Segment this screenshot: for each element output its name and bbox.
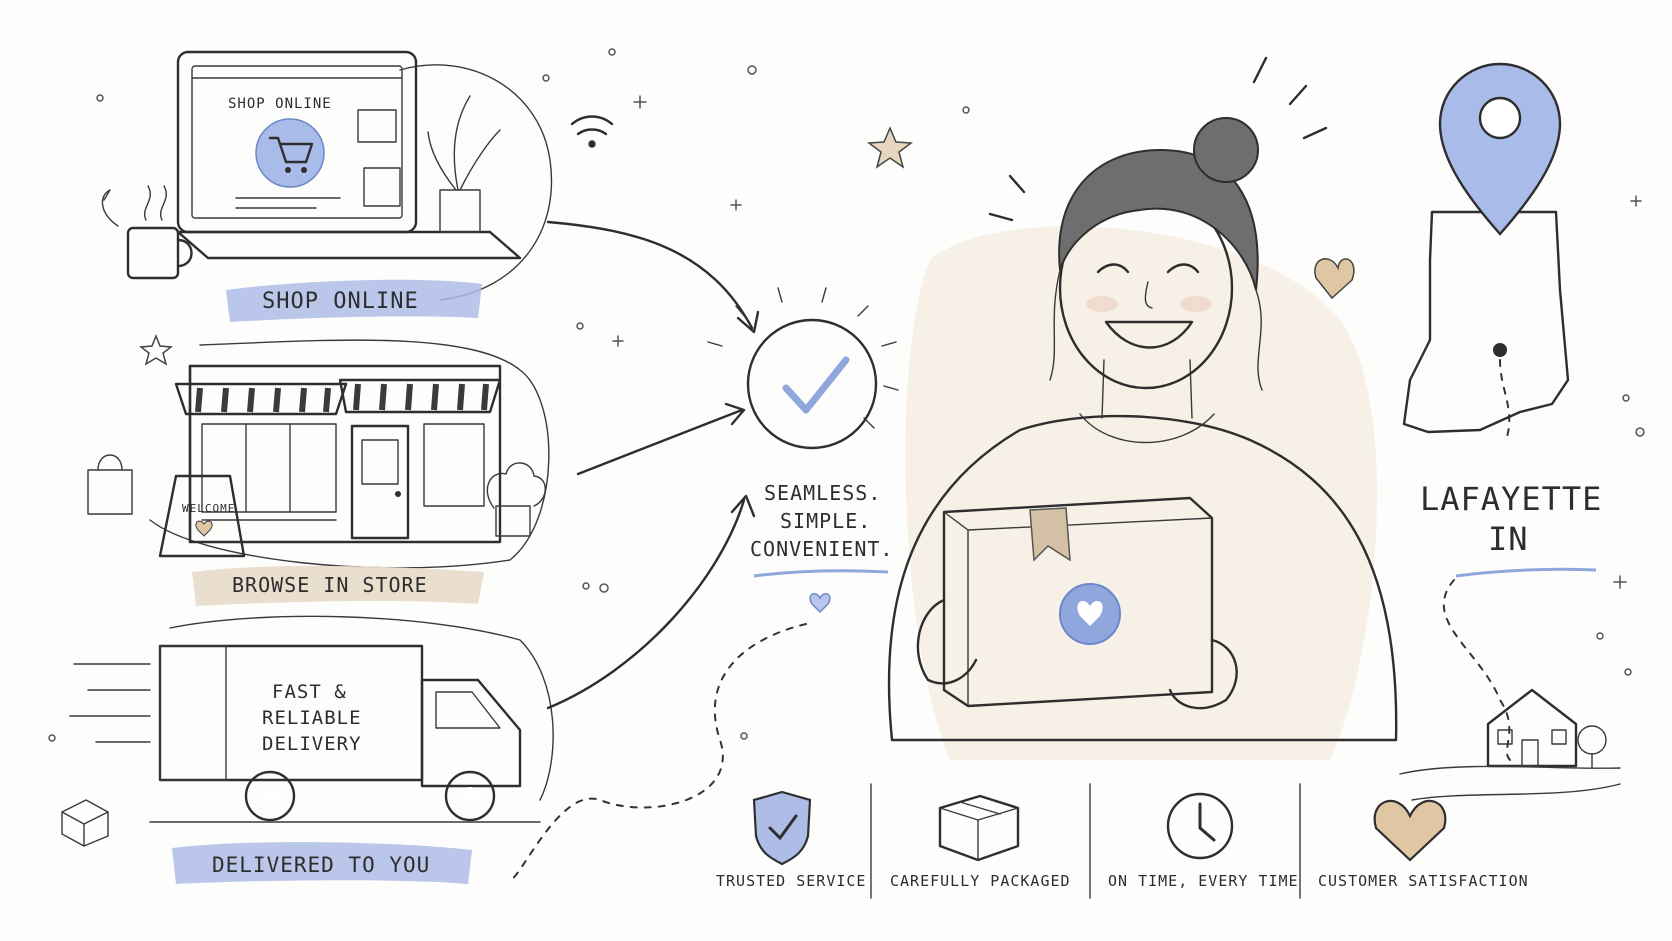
step-label-shop-online: SHOP ONLINE	[262, 289, 419, 314]
laptop-illustration: SHOP ONLINE SHOP ONLINE	[101, 50, 553, 322]
laptop-screen-title: SHOP ONLINE	[228, 96, 332, 112]
coffee-mug-icon	[126, 185, 193, 280]
decorations	[48, 48, 1645, 742]
shield-check-icon	[752, 790, 812, 866]
truck-text-line-1: FAST &	[272, 681, 347, 703]
cart-badge	[255, 118, 325, 188]
wifi-icon	[570, 115, 614, 148]
step-label-highlight	[226, 279, 482, 322]
features-bar: TRUSTED SERVICE CAREFULLY PACKAGED ON TI…	[716, 783, 1529, 899]
location-state: IN	[1488, 520, 1529, 558]
truck-illustration: FAST & RELIABLE DELIVERY DELIVERED TO YO…	[61, 615, 554, 884]
feature-customer-satisfaction: CUSTOMER SATISFACTION	[1318, 872, 1529, 890]
check-icon	[782, 356, 850, 414]
center-checkmark	[707, 287, 899, 450]
heart-icon	[1373, 799, 1447, 862]
step-label-delivered-to-you: DELIVERED TO YOU	[212, 853, 430, 877]
flow-arrows	[546, 220, 760, 710]
feature-trusted-service: TRUSTED SERVICE	[716, 872, 866, 890]
welcome-sign-text: WELCOME	[182, 502, 235, 515]
tagline-line-2: SIMPLE.	[780, 509, 871, 533]
shopping-bag-icon	[87, 454, 133, 515]
step-label-highlight	[192, 565, 484, 606]
clock-icon	[1166, 792, 1234, 860]
indiana-map-illustration	[1402, 210, 1570, 441]
star-icon	[138, 333, 174, 366]
location-city: LAFAYETTE	[1420, 480, 1602, 518]
tagline-underline	[753, 569, 889, 578]
truck-text-line-3: DELIVERY	[262, 733, 362, 755]
happy-customer-illustration	[887, 56, 1398, 760]
tagline-line-3: CONVENIENT.	[750, 537, 893, 561]
star-icon	[866, 126, 914, 169]
heart-icon	[1314, 258, 1355, 300]
location-pin-icon	[1438, 62, 1562, 236]
location-underline	[1455, 567, 1597, 578]
truck-text-line-2: RELIABLE	[262, 707, 362, 729]
tagline-line-1: SEAMLESS.	[764, 481, 881, 505]
house-icon	[1399, 688, 1621, 801]
step-label-browse-in-store: BROWSE IN STORE	[232, 573, 428, 597]
heart-icon	[809, 593, 831, 614]
package-icon	[938, 794, 1020, 862]
feature-carefully-packaged: CAREFULLY PACKAGED	[890, 872, 1071, 890]
storefront-illustration: WELCOME BROWSE IN STORE	[87, 339, 550, 606]
step-label-highlight	[172, 842, 472, 884]
small-box-icon	[61, 799, 109, 847]
welcome-sign: WELCOME	[158, 474, 246, 558]
feature-on-time: ON TIME, EVERY TIME	[1108, 872, 1299, 890]
shopping-cart-icon	[268, 136, 314, 173]
